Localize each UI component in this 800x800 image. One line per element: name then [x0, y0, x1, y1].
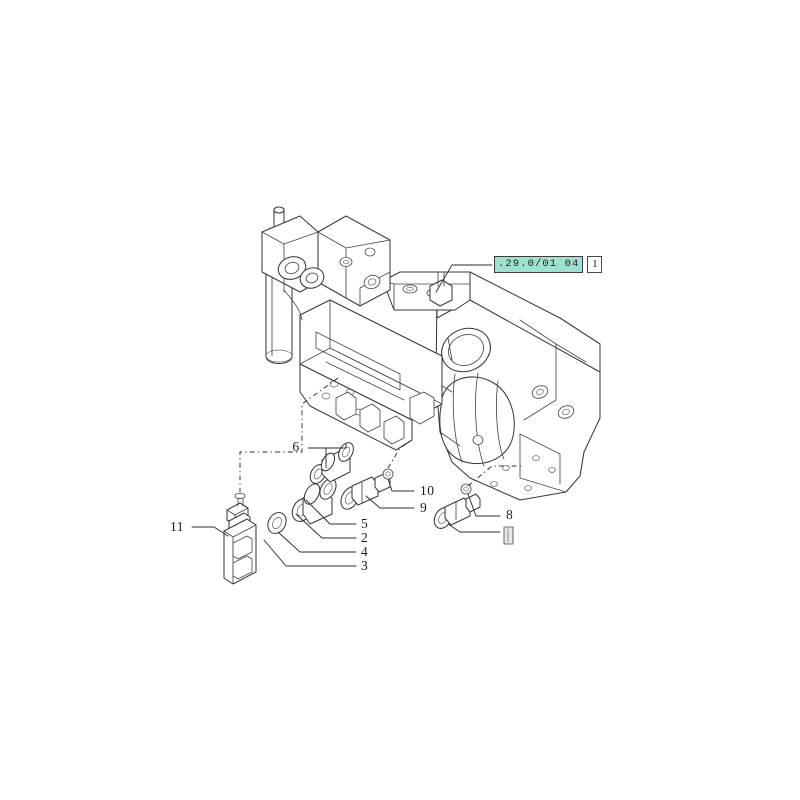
accumulator-canister — [439, 372, 515, 467]
part-9-sensor-switch — [340, 472, 391, 510]
manifold-ports — [335, 391, 435, 445]
filter-canister — [261, 206, 325, 365]
callout-3: 3 — [361, 558, 368, 573]
callout-numbers: 6 11 10 9 8 5 2 4 3 — [170, 439, 513, 573]
part-10-sealing-washer — [382, 468, 394, 480]
part-6-union-fitting — [309, 442, 354, 484]
reference-index-box[interactable]: 1 — [587, 256, 603, 273]
reference-label[interactable]: .29.0/01 04 1 — [494, 256, 603, 273]
part-8-plug-screw — [433, 483, 514, 545]
callout-9: 9 — [420, 500, 427, 515]
reference-index-text: 1 — [592, 258, 598, 270]
callout-11: 11 — [170, 519, 184, 534]
callout-2: 2 — [361, 530, 368, 545]
part-11-solenoid-block — [223, 492, 257, 585]
part-5-connector-fitting — [267, 478, 337, 535]
callout-5: 5 — [361, 516, 368, 531]
leader-lines — [191, 264, 524, 567]
reference-code-text: .29.0/01 04 — [498, 258, 580, 271]
upper-control-block — [317, 215, 391, 307]
callout-6: 6 — [292, 439, 299, 454]
callout-10: 10 — [420, 483, 435, 498]
main-assembly-group — [261, 206, 601, 501]
housing-casting — [382, 271, 601, 501]
reference-code-box[interactable]: .29.0/01 04 — [494, 256, 584, 273]
valve-manifold-block — [299, 299, 443, 451]
callout-4: 4 — [361, 544, 368, 559]
callout-8: 8 — [506, 507, 513, 522]
